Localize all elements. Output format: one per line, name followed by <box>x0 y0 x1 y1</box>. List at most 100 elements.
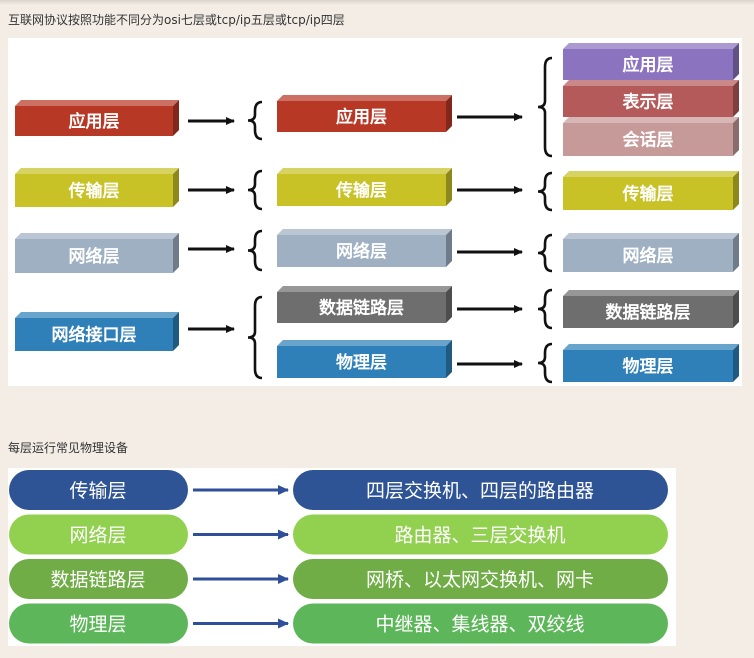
devices-caption: 每层运行常见物理设备 <box>8 441 129 455</box>
box-side-face <box>446 286 452 323</box>
box-front-face <box>563 239 733 272</box>
brace-5-network <box>247 229 263 272</box>
box-front-face <box>15 106 173 136</box>
layer-label: 应用层 <box>623 55 674 76</box>
box-side-face <box>173 233 179 273</box>
box-side-face <box>173 312 179 351</box>
layer-pill-label: 网络层 <box>69 525 126 547</box>
layer-label: 传输层 <box>68 181 120 202</box>
osi-transport-box: 传输层 <box>563 171 739 210</box>
box-front-face <box>563 86 733 117</box>
box-front-face <box>277 174 446 206</box>
box-front-face <box>563 350 733 382</box>
device-row: 网络层 路由器、三层交换机 <box>9 514 668 555</box>
device-pill <box>293 603 668 644</box>
box-side-face <box>733 290 739 328</box>
tcpip5-network-box: 网络层 <box>277 229 452 267</box>
box-top-face <box>563 233 739 239</box>
box-side-face <box>733 80 739 117</box>
box-side-face <box>733 43 739 80</box>
layer-label: 数据链路层 <box>606 302 691 323</box>
box-top-face <box>563 290 739 296</box>
brace-5-transport <box>247 169 263 211</box>
brace-5-interface <box>247 295 263 380</box>
layer-label: 网络层 <box>336 241 387 262</box>
box-side-face <box>733 117 739 156</box>
layer-model-diagram: 应用层传输层网络层网络接口层应用层传输层网络层数据链路层物理层应用层表示层会话层… <box>8 38 742 386</box>
box-front-face <box>277 101 446 132</box>
layer-label: 传输层 <box>335 180 387 201</box>
box-top-face <box>277 286 452 292</box>
tcpip5-transport-box: 传输层 <box>277 168 452 206</box>
box-front-face <box>15 239 173 273</box>
layer-pill-label: 物理层 <box>69 614 126 636</box>
box-front-face <box>277 292 446 323</box>
box-top-face <box>277 340 452 346</box>
box-front-face <box>563 123 733 156</box>
device-pill-label: 路由器、三层交换机 <box>394 525 565 547</box>
layer-label: 物理层 <box>336 352 387 373</box>
osi-datalink-box: 数据链路层 <box>563 290 739 328</box>
device-pill-label: 中继器、集线器、双绞线 <box>375 614 584 636</box>
layer-label: 应用层 <box>336 107 387 128</box>
box-side-face <box>733 344 739 382</box>
box-side-face <box>173 168 179 207</box>
tcpip4-application-box: 应用层 <box>15 100 179 136</box>
tcpip5-physical-box: 物理层 <box>277 340 452 378</box>
box-front-face <box>563 296 733 328</box>
box-top-face <box>563 171 739 177</box>
layer-label: 表示层 <box>623 92 674 113</box>
layer-pill-label: 传输层 <box>69 480 126 502</box>
box-top-face <box>15 100 179 106</box>
box-side-face <box>733 233 739 272</box>
brace-5-application <box>247 100 263 141</box>
top-shadow-rule <box>0 0 754 5</box>
osi-physical-box: 物理层 <box>563 344 739 382</box>
box-side-face <box>446 168 452 206</box>
device-pill-label: 网桥、以太网交换机、网卡 <box>366 569 594 591</box>
box-top-face <box>15 233 179 239</box>
box-front-face <box>15 174 173 207</box>
layer-label: 传输层 <box>622 184 674 205</box>
brace-7-network <box>537 233 553 273</box>
layer-label: 网络层 <box>69 246 120 267</box>
brace-7-datalink <box>537 288 553 330</box>
box-side-face <box>446 95 452 132</box>
device-row: 物理层 中继器、集线器、双绞线 <box>9 603 668 644</box>
box-top-face <box>277 229 452 235</box>
box-top-face <box>15 168 179 174</box>
tcpip4-network-box: 网络层 <box>15 233 179 273</box>
box-side-face <box>446 340 452 378</box>
layer-label: 网络接口层 <box>52 325 137 346</box>
tcpip4-transport-box: 传输层 <box>15 168 179 207</box>
box-side-face <box>446 229 452 267</box>
box-front-face <box>15 318 173 351</box>
device-pill <box>293 470 668 510</box>
box-top-face <box>277 168 452 174</box>
layer-label: 数据链路层 <box>319 298 404 319</box>
tcpip5-datalink-box: 数据链路层 <box>277 286 452 323</box>
box-front-face <box>563 49 733 80</box>
layer-pill <box>9 514 188 555</box>
box-top-face <box>563 43 739 49</box>
layer-pill <box>9 470 188 510</box>
device-pill <box>293 559 668 599</box>
device-pill-label: 四层交换机、四层的路由器 <box>366 480 594 502</box>
box-top-face <box>563 117 739 123</box>
box-top-face <box>563 80 739 86</box>
osi-session-box: 会话层 <box>563 117 739 156</box>
layer-devices-diagram: 传输层四层交换机、四层的路由器网络层路由器、三层交换机数据链路层网桥、以太网交换… <box>8 468 676 646</box>
box-side-face <box>173 100 179 136</box>
layer-label: 物理层 <box>623 356 674 377</box>
layer-pill <box>9 559 188 599</box>
device-row: 传输层 四层交换机、四层的路由器 <box>9 470 668 510</box>
osi-application-box: 应用层 <box>563 43 739 80</box>
box-top-face <box>15 312 179 318</box>
box-front-face <box>277 346 446 378</box>
layer-label: 会话层 <box>623 130 674 151</box>
brace-7-physical <box>537 342 553 384</box>
box-front-face <box>277 235 446 267</box>
box-side-face <box>733 171 739 210</box>
layer-label: 网络层 <box>623 246 674 267</box>
box-top-face <box>563 344 739 350</box>
